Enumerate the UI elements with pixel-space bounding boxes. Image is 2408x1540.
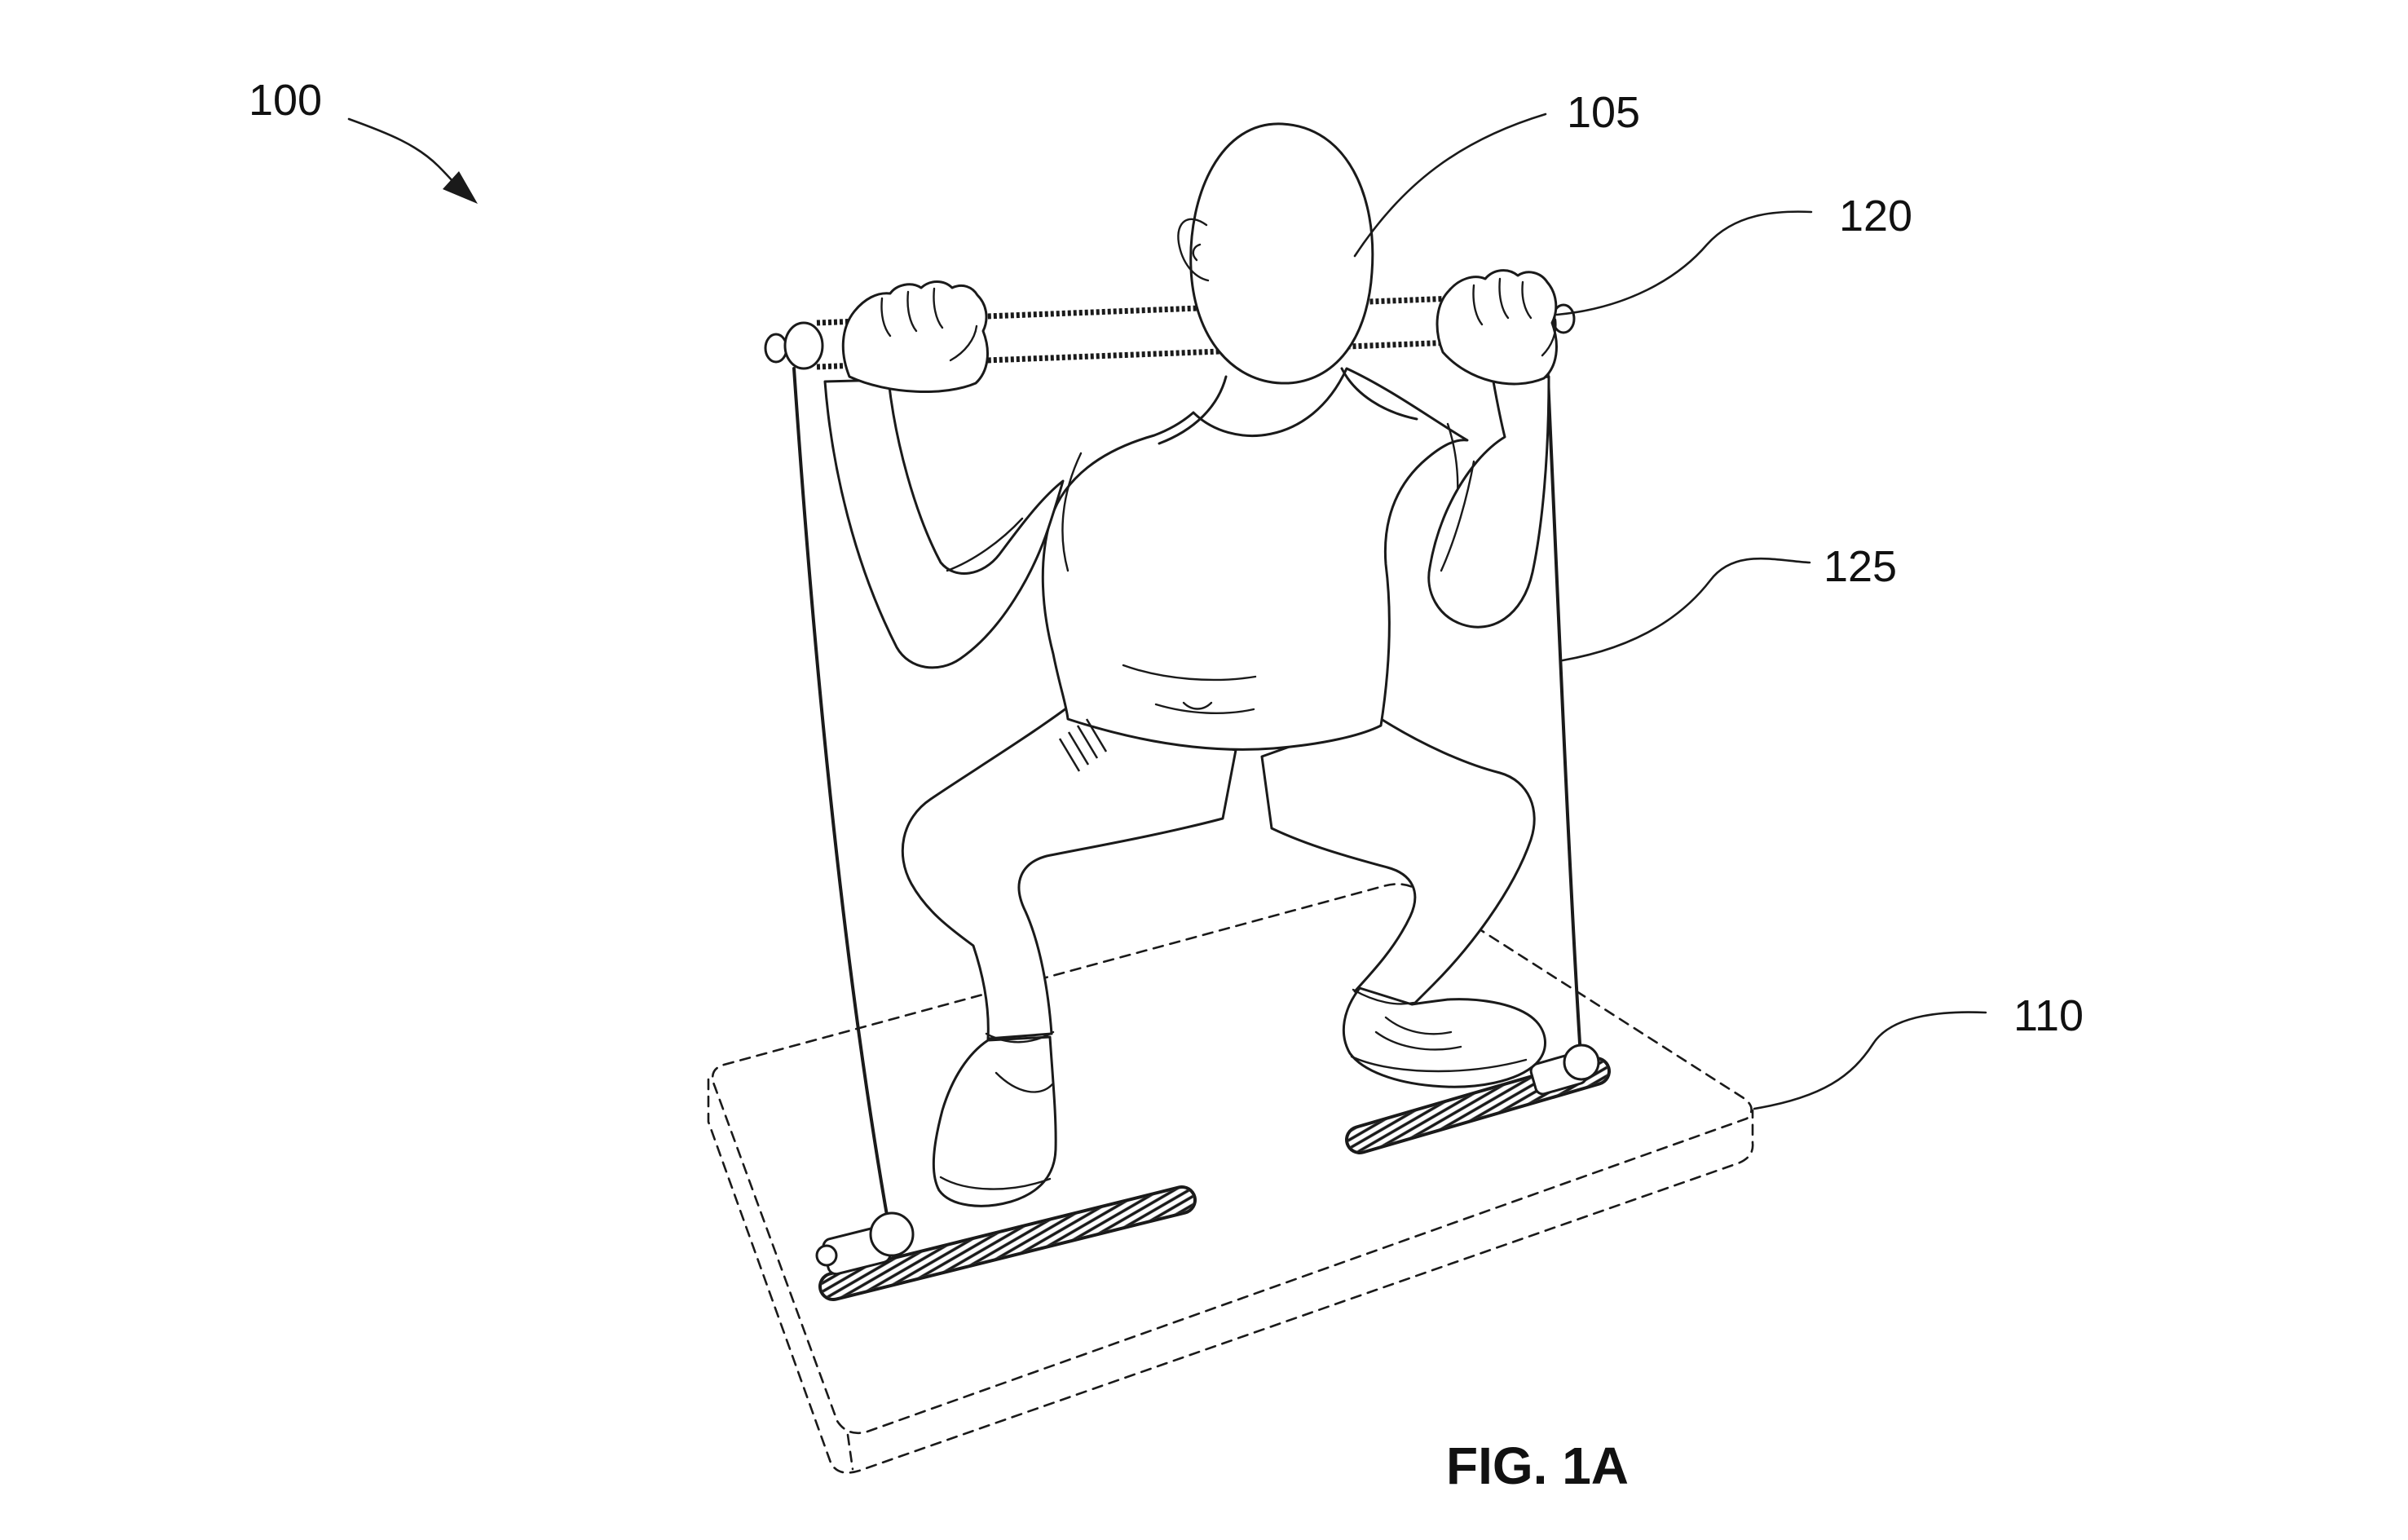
person-left-hand xyxy=(841,280,989,393)
left-anchor-track xyxy=(818,1185,1197,1301)
ear xyxy=(1177,218,1210,282)
ear-inner-mark xyxy=(1192,243,1202,262)
shirt-wrinkle xyxy=(1122,664,1257,682)
person-right-arm xyxy=(1427,375,1550,629)
leader-line-125 xyxy=(1561,557,1811,662)
person-torso xyxy=(1041,367,1469,751)
bar-left-end-cap xyxy=(764,333,788,364)
left-elbow-crease xyxy=(946,517,1024,572)
ref-label-125-band: 125 xyxy=(1824,542,1897,591)
right-pant-cuff xyxy=(1352,988,1415,1005)
left-resistance-band xyxy=(792,367,890,1226)
exercise-platform xyxy=(707,883,1754,1474)
left-pant-cuff xyxy=(985,1030,1055,1044)
ref-label-100-assembly: 100 xyxy=(249,76,322,125)
person-figure xyxy=(823,122,1558,1207)
neck-left-line xyxy=(1158,375,1228,445)
left-band-anchor xyxy=(815,1211,915,1276)
person-right-leg xyxy=(1260,714,1536,1009)
person-left-shoe xyxy=(932,1035,1057,1207)
person-head xyxy=(1189,122,1374,385)
person-right-shoe xyxy=(1342,986,1546,1088)
right-elbow-crease xyxy=(1440,460,1475,572)
leader-line-110 xyxy=(1753,1011,1987,1110)
person-left-arm xyxy=(823,378,1065,669)
platform-front-corner-edge xyxy=(846,1433,854,1471)
figure-caption: FIG. 1A xyxy=(1446,1436,1629,1495)
right-band-anchor xyxy=(1529,1044,1600,1096)
ref-label-105-user: 105 xyxy=(1567,88,1640,137)
ref-label-120-bar: 120 xyxy=(1839,192,1912,240)
reference-leaders xyxy=(347,113,1987,1110)
platform-side-faces xyxy=(707,1078,1754,1474)
neck-right-line xyxy=(1340,367,1418,421)
right-hand-finger-lines xyxy=(1472,277,1557,357)
leader-line-105 xyxy=(1353,113,1547,258)
hip-hatch-marks xyxy=(1058,718,1108,772)
ref-label-110-platform: 110 xyxy=(2013,991,2084,1040)
navel-mark xyxy=(1182,701,1213,710)
shirt-hem-wrinkle xyxy=(1154,703,1255,714)
left-hand-finger-lines xyxy=(880,287,978,362)
person-left-leg xyxy=(901,704,1237,1040)
shirt-left-armhole xyxy=(1061,452,1083,572)
leader-line-100 xyxy=(347,117,466,196)
platform-top-face xyxy=(712,883,1753,1435)
right-resistance-band xyxy=(1545,341,1582,1058)
leader-line-120 xyxy=(1555,210,1813,316)
leader-arrowhead-100 xyxy=(443,171,478,204)
person-right-hand xyxy=(1436,269,1558,386)
